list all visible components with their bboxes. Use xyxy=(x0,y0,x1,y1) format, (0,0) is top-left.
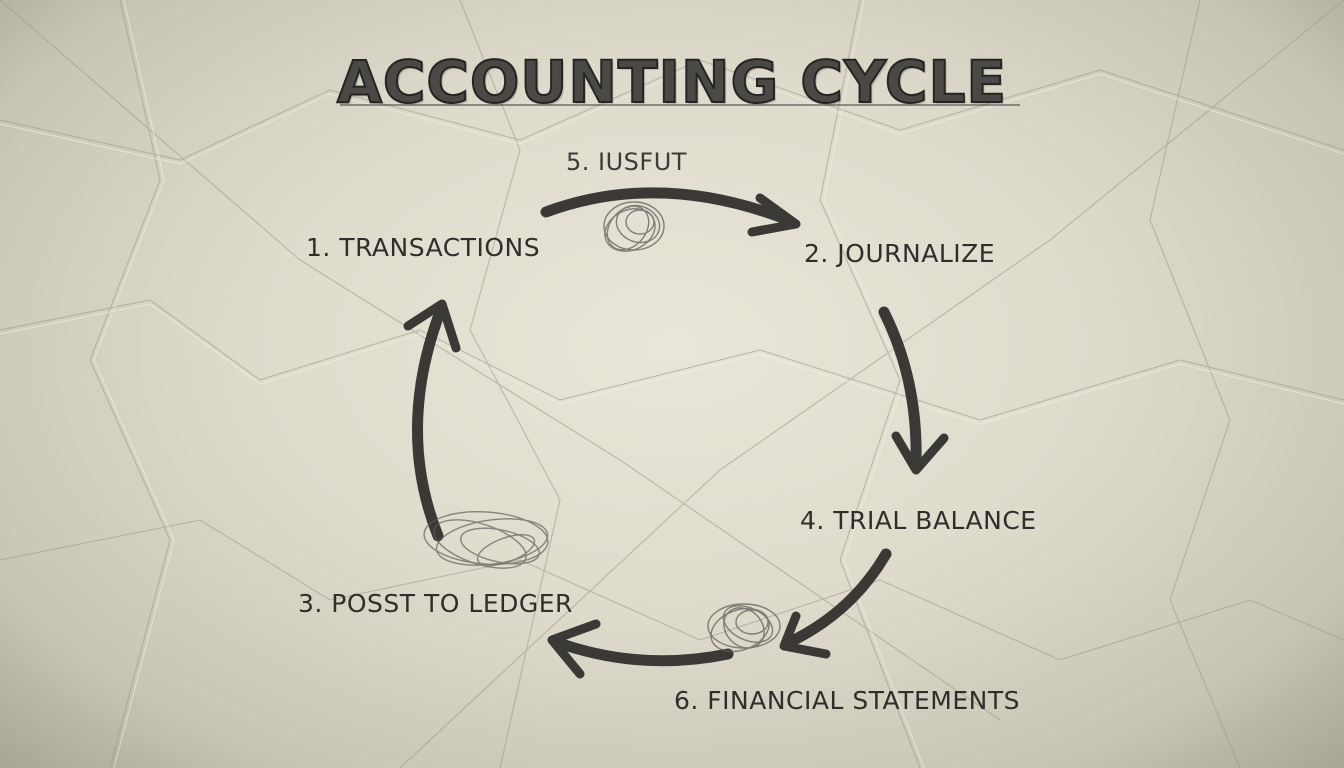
arrow-left xyxy=(403,299,461,542)
arrow-top xyxy=(540,187,801,237)
arrow-bottom xyxy=(547,619,734,679)
title-underline xyxy=(340,104,1020,106)
diagram-title: ACCOUNTING CYCLE xyxy=(336,47,1008,117)
arrow-bottom-right xyxy=(779,548,892,659)
step-5-label: 5. IUSFUT xyxy=(566,148,687,176)
scribble-top xyxy=(603,201,665,252)
step-3-label: 3. POSST TO LEDGER xyxy=(298,589,573,618)
step-1-label: 1. TRANSACTIONS xyxy=(306,233,541,262)
scribble-left xyxy=(423,511,549,569)
step-6-label: 6. FINANCIAL STATEMENTS xyxy=(674,686,1020,715)
scribble-bottom-right xyxy=(707,603,781,653)
step-2-label: 2. JOURNALIZE xyxy=(804,239,996,268)
arrow-right xyxy=(878,306,949,475)
step-4-label: 4. TRIAL BALANCE xyxy=(800,506,1037,535)
